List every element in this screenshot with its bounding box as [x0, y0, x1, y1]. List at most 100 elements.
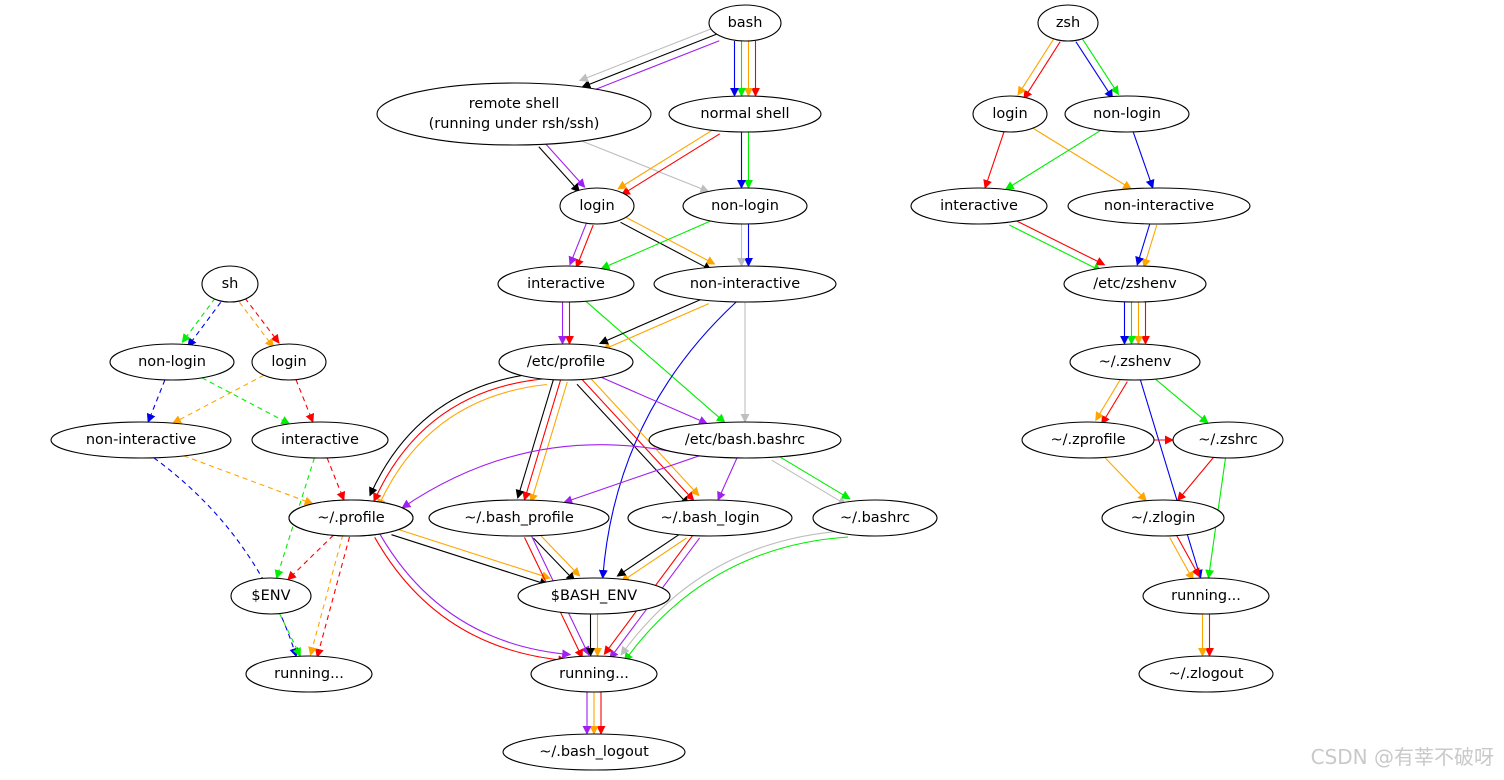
node-shape-sh — [201, 265, 259, 303]
edge-bashrc-to-b_running-gray — [620, 530, 845, 656]
edge-z_int-to-etc_zshenv-green — [1009, 224, 1103, 272]
edge-zlogin-to-z_running-red — [1175, 533, 1200, 578]
node-label-profile: ~/.profile — [317, 510, 385, 526]
edge-sh-to-sh_login-red — [244, 297, 280, 344]
node-shape-bash_profile — [428, 499, 610, 537]
edge-z_int-to-etc_zshenv-red — [1012, 218, 1106, 266]
node-shape-sh_nonlogin — [109, 343, 235, 381]
node-shape-sh_nonint — [50, 421, 232, 459]
edge-z_login-to-z_int-red — [983, 131, 1005, 189]
node-label-etc_profile: /etc/profile — [527, 354, 605, 370]
edge-b_nonlogin-to-b_int-green — [600, 220, 711, 270]
edge-z_nonint-to-etc_zshenv-orange — [1141, 224, 1158, 268]
node-shape-b_running — [530, 655, 658, 693]
node-bash_login: ~/.bash_login — [627, 499, 793, 537]
edge-normal-to-b_login-red — [620, 133, 721, 196]
node-label-z_login: login — [992, 106, 1027, 122]
edge-bash-to-remote-purple — [583, 40, 720, 95]
edge-sh_login-to-sh_nonint-orange — [172, 374, 265, 424]
node-label-bash_env: $BASH_ENV — [551, 588, 637, 604]
edge-bash_login-to-bash_env-black — [616, 531, 683, 577]
node-shape-etc_zshenv — [1063, 265, 1207, 303]
node-label-bashrc: ~/.bashrc — [840, 510, 910, 526]
edge-etc_profile-to-profile-orange — [377, 383, 547, 508]
node-label-zshrc: ~/.zshrc — [1198, 432, 1258, 448]
edge-remote-to-b_nonlogin-gray — [581, 140, 710, 193]
node-label-bash_logout: ~/.bash_logout — [539, 744, 649, 760]
node-sh_nonint: non-interactive — [50, 421, 232, 459]
edge-zsh-to-z_nonlogin-green — [1081, 37, 1119, 96]
node-zlogin: ~/.zlogin — [1101, 499, 1225, 537]
edge-etc_bashrc-to-bash_profile-purple — [563, 455, 700, 505]
node-shape-etc_profile — [498, 343, 634, 381]
node-shape-b_int — [497, 265, 635, 303]
edge-zlogin-to-z_running-orange — [1169, 537, 1194, 581]
node-zshenv: ~/.zshenv — [1069, 343, 1201, 381]
node-shape-zsh — [1037, 4, 1099, 42]
edge-sh_nonlogin-to-sh_nonint-blue — [146, 379, 166, 423]
node-label-bash: bash — [728, 15, 763, 31]
edge-etc_profile-to-bash_login-red — [581, 379, 695, 502]
edge-bash_login-to-bash_env-orange — [620, 537, 687, 583]
node-sh_login: login — [251, 343, 327, 381]
node-label-zlogout: ~/.zlogout — [1168, 666, 1243, 682]
node-label-b_login: login — [579, 198, 614, 214]
edge-b_login-to-b_int-purple — [568, 222, 588, 266]
node-label-sh_nonlogin: non-login — [138, 354, 206, 370]
node-profile: ~/.profile — [288, 499, 414, 537]
node-sh_env: $ENV — [230, 577, 312, 615]
node-label-sh_login: login — [271, 354, 306, 370]
edge-b_nonint-to-etc_profile-black — [598, 296, 707, 345]
edge-sh_nonlogin-to-sh_int-green — [201, 377, 291, 425]
node-shape-zlogin — [1101, 499, 1225, 537]
edge-etc_profile-to-bash_login-black — [576, 383, 690, 506]
node-shape-bashrc — [812, 499, 938, 537]
edge-zshenv-to-z_running-blue — [1139, 379, 1203, 579]
node-shape-sh_int — [251, 421, 389, 459]
edge-etc_profile-to-profile-red — [373, 378, 543, 503]
node-etc_bashrc: /etc/bash.bashrc — [648, 421, 842, 459]
edge-bash-to-remote-gray — [578, 27, 715, 82]
node-label-b_running: running... — [559, 666, 629, 682]
node-shape-etc_bashrc — [648, 421, 842, 459]
node-etc_zshenv: /etc/zshenv — [1063, 265, 1207, 303]
node-label-z_nonint: non-interactive — [1104, 198, 1214, 214]
node-shape-sh_login — [251, 343, 327, 381]
node-label-z_nonlogin: non-login — [1093, 106, 1161, 122]
node-shape-b_nonint — [653, 265, 837, 303]
node-shape-remote — [376, 82, 652, 146]
node-shape-z_login — [972, 95, 1048, 133]
edge-b_nonint-to-bash_env-blue — [598, 301, 737, 579]
edge-etc_bashrc-to-bashrc-gray — [771, 459, 847, 506]
node-zsh: zsh — [1037, 4, 1099, 42]
node-label-zprofile: ~/.zprofile — [1050, 432, 1125, 448]
edge-z_nonlogin-to-z_int-green — [1004, 129, 1102, 190]
edge-zsh-to-z_login-orange — [1017, 37, 1055, 96]
edge-sh_env-to-sh_running-green — [279, 613, 301, 658]
node-label-b_int: interactive — [527, 276, 605, 292]
edge-zshenv-to-zshrc-green — [1155, 378, 1209, 424]
node-bash: bash — [708, 4, 782, 42]
node-b_int: interactive — [497, 265, 635, 303]
node-shape-zshenv — [1069, 343, 1201, 381]
edge-z_login-to-z_nonint-orange — [1032, 127, 1132, 190]
node-zprofile: ~/.zprofile — [1021, 421, 1155, 459]
edge-remote-to-b_login-black — [538, 146, 581, 193]
edge-sh-to-sh_nonlogin-green — [181, 297, 216, 344]
edge-zsh-to-z_login-red — [1023, 41, 1061, 100]
watermark: CSDN @有莘不破呀 — [1310, 745, 1494, 769]
edge-profile-to-b_running-red — [374, 537, 568, 665]
node-shape-z_int — [910, 187, 1048, 225]
edge-bash_profile-to-bash_env-orange — [538, 532, 581, 577]
edge-sh_nonint-to-sh_profile-orange — [183, 455, 314, 506]
node-label-b_nonlogin: non-login — [711, 198, 779, 214]
edge-profile-to-bash_env-black — [391, 534, 549, 587]
node-shape-b_nonlogin — [682, 187, 808, 225]
edge-remote-to-b_login-purple — [543, 141, 586, 188]
node-label-etc_bashrc: /etc/bash.bashrc — [685, 432, 805, 448]
node-label-sh_env: $ENV — [251, 588, 290, 604]
node-z_nonint: non-interactive — [1067, 187, 1251, 225]
node-shape-bash_env — [517, 577, 671, 615]
edge-sh_profile-to-sh_running-red — [314, 536, 351, 658]
